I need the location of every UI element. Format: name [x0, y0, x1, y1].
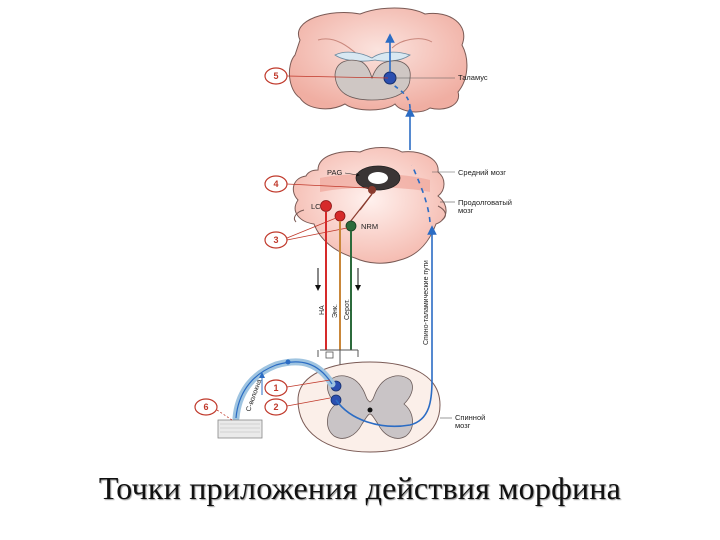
- brainstem-section: [292, 147, 447, 264]
- spinal-cord-section: [297, 361, 441, 453]
- nrm-label: NRM: [361, 222, 378, 231]
- marker-4-text: 4: [273, 179, 278, 189]
- enk-neuron: [334, 210, 346, 222]
- medulla-label: Продолговатый мозг: [458, 198, 514, 215]
- spinal-cord-label: Спинной мозг: [455, 413, 487, 430]
- morphine-action-diagram: 5 Таламус PAG LC NRM 4 3 С: [194, 7, 514, 453]
- marker-5: 5: [264, 67, 389, 85]
- marker-5-text: 5: [273, 71, 278, 81]
- slide-caption: Точки приложения действия морфина: [98, 470, 622, 506]
- spinothalamic-label: Спино-таламические пути: [423, 260, 430, 345]
- marker-6-text: 6: [203, 402, 208, 412]
- enk-label: Энк.: [332, 304, 339, 318]
- marker-3: 3: [264, 217, 348, 249]
- marker-3-text: 3: [273, 235, 278, 245]
- marker-1: 1: [264, 379, 331, 397]
- midbrain-label: Средний мозг: [458, 168, 506, 177]
- pag-neuron: [368, 186, 376, 194]
- spinothalamic-pathway: [335, 33, 437, 428]
- thalamus-label: Таламус: [458, 73, 488, 82]
- pag-label: PAG: [327, 168, 342, 177]
- na-label: НА: [319, 305, 326, 315]
- serot-label: Серот.: [344, 299, 351, 320]
- c-fiber: [217, 358, 336, 439]
- marker-1-text: 1: [273, 383, 278, 393]
- marker-2: 2: [264, 397, 331, 416]
- marker-2-text: 2: [273, 402, 278, 412]
- nrm-neuron: [345, 220, 357, 232]
- brain-section: [288, 7, 468, 113]
- descending-pathways: [315, 212, 361, 372]
- marker-6: 6: [194, 398, 233, 421]
- lc-label: LC: [311, 202, 321, 211]
- marker-4: 4: [264, 175, 369, 193]
- lc-neuron: [320, 200, 332, 212]
